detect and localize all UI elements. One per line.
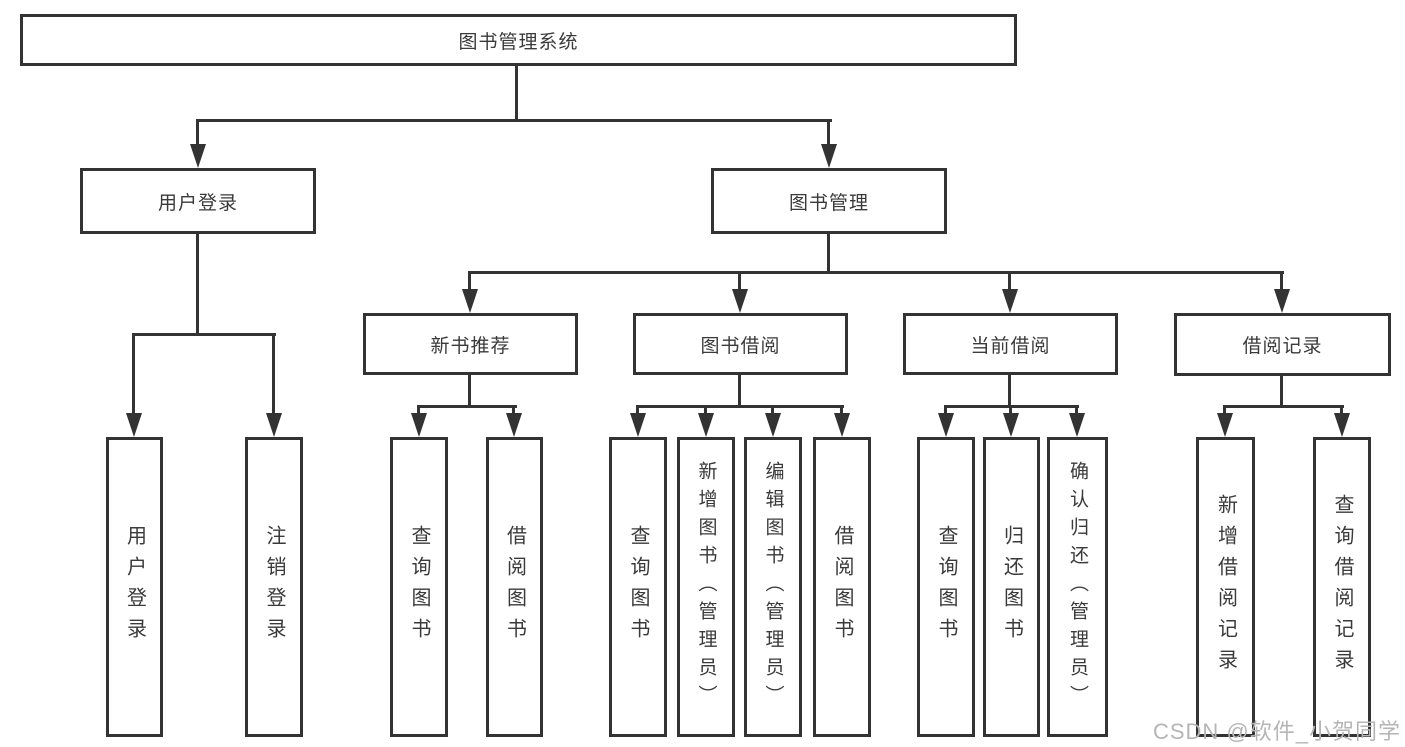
- leaf-borrow-books-1: 借阅图书: [486, 437, 543, 737]
- connector-line: [196, 234, 199, 335]
- leaf-query-borrow-record: 查询借阅记录: [1313, 437, 1371, 737]
- arrowhead-icon: [698, 413, 714, 437]
- leaf-query-books-2: 查询图书: [609, 437, 667, 737]
- connector-line: [515, 64, 518, 122]
- connector-line: [1009, 405, 1012, 418]
- leaf-user-login: 用户登录: [106, 437, 163, 737]
- node-new-book-recommend: 新书推荐: [363, 313, 578, 375]
- connector-line: [417, 405, 420, 418]
- arrowhead-icon: [732, 289, 748, 313]
- connector-line: [636, 405, 844, 408]
- arrowhead-icon: [1274, 289, 1290, 313]
- connector-line: [827, 234, 830, 273]
- connector-line: [1008, 271, 1011, 292]
- csdn-watermark: CSDN @软件_小贺同学: [1152, 719, 1401, 744]
- leaf-return-books: 归还图书: [983, 437, 1040, 737]
- connector-line: [1075, 405, 1078, 418]
- connector-line: [196, 119, 199, 148]
- arrowhead-icon: [1334, 413, 1350, 437]
- connector-line: [1223, 405, 1344, 408]
- connector-line: [1008, 375, 1011, 407]
- leaf-query-books-1: 查询图书: [390, 437, 448, 737]
- leaf-borrow-books-2: 借阅图书: [813, 437, 871, 737]
- leaf-logout: 注销登录: [245, 437, 303, 737]
- arrowhead-icon: [630, 413, 646, 437]
- node-root: 图书管理系统: [20, 14, 1017, 66]
- connector-line: [1223, 405, 1226, 418]
- connector-line: [636, 405, 639, 418]
- node-book-management: 图书管理: [711, 168, 947, 234]
- node-book-borrow: 图书借阅: [633, 313, 848, 375]
- leaf-confirm-return-admin: 确认归还（管理员）: [1047, 437, 1108, 737]
- connector-line: [1280, 271, 1283, 292]
- connector-line: [704, 405, 707, 418]
- arrowhead-icon: [506, 413, 522, 437]
- arrowhead-icon: [1003, 413, 1019, 437]
- arrowhead-icon: [1217, 413, 1233, 437]
- arrowhead-icon: [266, 413, 282, 437]
- connector-line: [468, 271, 471, 292]
- arrowhead-icon: [462, 289, 478, 313]
- connector-line: [738, 375, 741, 407]
- connector-line: [468, 271, 1284, 274]
- connector-line: [771, 405, 774, 418]
- connector-line: [196, 119, 832, 122]
- node-current-borrow: 当前借阅: [903, 313, 1118, 375]
- connector-line: [944, 405, 947, 418]
- arrowhead-icon: [765, 413, 781, 437]
- arrowhead-icon: [1069, 413, 1085, 437]
- arrowhead-icon: [938, 413, 954, 437]
- connector-line: [132, 333, 276, 336]
- connector-line: [132, 333, 135, 417]
- node-borrow-records: 借阅记录: [1174, 313, 1391, 376]
- leaf-edit-books-admin: 编辑图书（管理员）: [744, 437, 802, 737]
- node-user-login: 用户登录: [80, 168, 316, 234]
- arrowhead-icon: [834, 413, 850, 437]
- connector-line: [840, 405, 843, 418]
- arrowhead-icon: [411, 413, 427, 437]
- arrowhead-icon: [821, 144, 837, 168]
- leaf-add-borrow-record: 新增借阅记录: [1196, 437, 1255, 737]
- leaf-query-books-3: 查询图书: [917, 437, 975, 737]
- arrowhead-icon: [190, 144, 206, 168]
- connector-line: [1280, 376, 1283, 407]
- connector-line: [512, 405, 515, 418]
- leaf-add-books-admin: 新增图书（管理员）: [677, 437, 735, 737]
- connector-line: [417, 405, 517, 408]
- arrowhead-icon: [1002, 289, 1018, 313]
- connector-line: [738, 271, 741, 292]
- arrowhead-icon: [126, 413, 142, 437]
- connector-line: [827, 119, 830, 148]
- connector-line: [468, 375, 471, 407]
- connector-line: [1340, 405, 1343, 418]
- connector-line: [272, 333, 275, 417]
